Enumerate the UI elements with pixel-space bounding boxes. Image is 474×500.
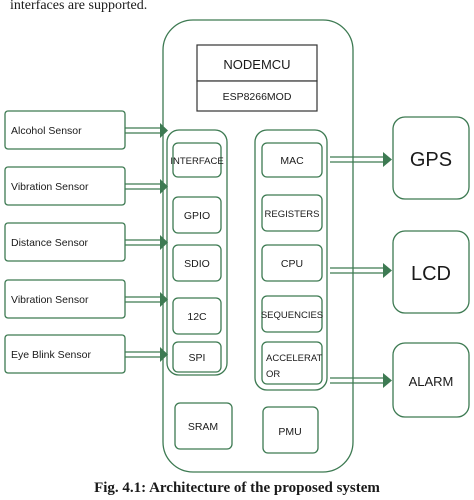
sensor-box-4: Eye Blink Sensor <box>4 334 126 374</box>
output-box-lcd: LCD <box>392 230 470 314</box>
core-box-0: MAC <box>261 142 323 178</box>
sensor-box-0: Alcohol Sensor <box>4 110 126 150</box>
mac-label: MAC <box>280 155 304 167</box>
output-arrow-1 <box>330 263 392 278</box>
core-box-1: REGISTERS <box>261 194 323 232</box>
sensor-arrow-4 <box>125 347 168 362</box>
spi-label: SPI <box>189 352 206 364</box>
output-arrow-2 <box>330 373 392 388</box>
nodemcu-title: NODEMCU <box>223 57 290 72</box>
output-box-gps: GPS <box>392 116 470 200</box>
alarm-label: ALARM <box>409 374 454 389</box>
sensor-arrow-1 <box>125 179 168 194</box>
sensor-label: Vibration Sensor <box>11 181 89 193</box>
sensor-label: Vibration Sensor <box>11 294 89 306</box>
core-box-2: CPU <box>261 244 323 282</box>
output-arrow-0 <box>330 152 392 167</box>
sensor-label: Distance Sensor <box>11 237 89 249</box>
sensor-box-1: Vibration Sensor <box>4 166 126 206</box>
sensor-label: Eye Blink Sensor <box>11 349 91 361</box>
registers-label: REGISTERS <box>265 209 320 220</box>
nodemcu-subtitle-box <box>196 80 318 112</box>
sensor-arrow-3 <box>125 292 168 307</box>
lcd-label: LCD <box>411 263 451 285</box>
sensor-arrow-2 <box>125 235 168 250</box>
nodemcu-title-box <box>196 44 318 82</box>
nodemcu-subtitle: ESP8266MOD <box>223 91 292 103</box>
i2c-label: 12C <box>187 311 207 323</box>
interface-box-2: SDIO <box>172 244 222 282</box>
pmu-label: PMU <box>278 426 301 438</box>
interface-box-4: SPI <box>172 341 222 373</box>
interface-box-0: INTERFACE <box>170 142 224 178</box>
accelerator-label-2: OR <box>266 369 280 380</box>
sdio-label: SDIO <box>184 258 210 270</box>
core-box-4: ACCELERAT OR <box>261 341 323 385</box>
interface-label: INTERFACE <box>170 156 223 167</box>
sram-box: SRAM <box>174 402 233 450</box>
figure-caption: Fig. 4.1: Architecture of the proposed s… <box>94 480 380 495</box>
sensor-box-2: Distance Sensor <box>4 222 126 262</box>
sensor-arrow-0 <box>125 123 168 138</box>
sensor-box-3: Vibration Sensor <box>4 279 126 319</box>
cpu-label: CPU <box>281 258 303 270</box>
gpio-label: GPIO <box>184 210 210 222</box>
sram-label: SRAM <box>188 421 218 433</box>
sequencies-label: SEQUENCIES <box>261 310 323 321</box>
sensor-label: Alcohol Sensor <box>11 125 82 137</box>
gps-label: GPS <box>410 149 452 171</box>
interface-box-1: GPIO <box>172 196 222 234</box>
core-box-3: SEQUENCIES <box>261 295 323 333</box>
top-text: interfaces are supported. <box>10 0 147 13</box>
pmu-box: PMU <box>262 406 319 454</box>
output-box-alarm: ALARM <box>392 342 470 418</box>
interface-box-3: 12C <box>172 297 222 335</box>
accelerator-label-1: ACCELERAT <box>266 353 323 364</box>
